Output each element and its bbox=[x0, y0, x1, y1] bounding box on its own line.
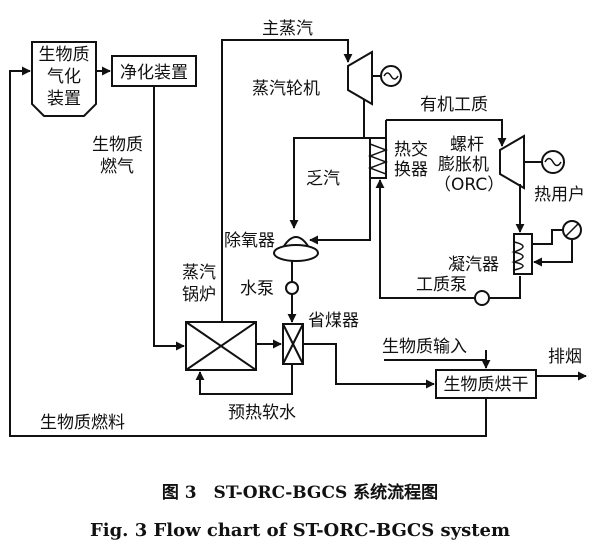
deaerator-label: 除氧器 bbox=[224, 231, 275, 251]
condenser-label: 凝汽器 bbox=[448, 255, 499, 275]
pipe-pump-hx bbox=[375, 179, 475, 299]
purifier-label: 净化装置 bbox=[120, 63, 188, 83]
pipe-preheat-water bbox=[195, 364, 293, 395]
pipe-hx-to-deaerator bbox=[309, 178, 371, 245]
caption-zh: 图 3 ST-ORC-BGCS 系统流程图 bbox=[162, 482, 438, 503]
water-pump-label: 水泵 bbox=[240, 279, 274, 299]
gasifier-label-1: 生物质 bbox=[39, 45, 90, 65]
heat-user-label: 热用户 bbox=[534, 185, 585, 205]
biomass-dryer bbox=[435, 369, 537, 399]
steam-boiler-label-1: 蒸汽 bbox=[182, 263, 216, 283]
steam-turbine bbox=[347, 50, 373, 106]
screw-expander bbox=[499, 134, 525, 190]
biomass-input-label: 生物质输入 bbox=[382, 337, 467, 357]
pipe-exhaust-steam bbox=[289, 100, 365, 229]
screw-expander-label-3: （ORC） bbox=[434, 175, 504, 195]
deaerator-tank bbox=[273, 244, 319, 262]
main-steam-label: 主蒸汽 bbox=[262, 19, 313, 39]
pipe-biomass-fuel bbox=[9, 66, 487, 437]
caption-en: Fig. 3 Flow chart of ST-ORC-BGCS system bbox=[90, 520, 510, 541]
screw-expander-label-2: 膨胀机 bbox=[438, 155, 489, 175]
biomass-gas-label-2: 燃气 bbox=[100, 157, 134, 177]
gasifier-label-2: 气化 bbox=[47, 67, 81, 87]
pipe-condenser-heat-user bbox=[532, 229, 562, 245]
heat-exchanger-coil bbox=[367, 143, 389, 175]
condenser bbox=[513, 233, 533, 275]
pipe-flue-dryer bbox=[303, 343, 435, 389]
pipe-condenser-pump bbox=[490, 276, 521, 299]
pipe-biomass-input bbox=[384, 359, 491, 369]
steam-turbine-label: 蒸汽轮机 bbox=[252, 79, 320, 99]
turbine-generator-wave bbox=[383, 72, 399, 80]
gasifier-vessel bbox=[31, 41, 97, 117]
biomass-dryer-label: 生物质烘干 bbox=[444, 375, 529, 395]
water-pump bbox=[285, 281, 299, 295]
biomass-fuel-label: 生物质燃料 bbox=[40, 413, 125, 433]
biomass-gas-label-1: 生物质 bbox=[92, 135, 143, 155]
pipe-heat-user-return bbox=[533, 240, 573, 267]
preheat-water-label: 预热软水 bbox=[228, 403, 296, 423]
gasifier-label-3: 装置 bbox=[47, 89, 81, 109]
pipe-gas-to-boiler bbox=[153, 86, 185, 351]
heat-exchanger-label-2: 换器 bbox=[394, 160, 428, 180]
working-pump bbox=[474, 290, 490, 306]
pipe-organic-fluid bbox=[386, 119, 507, 147]
exhaust-smoke-label: 排烟 bbox=[548, 347, 582, 367]
economizer-label: 省煤器 bbox=[308, 311, 359, 331]
screw-expander-label-1: 螺杆 bbox=[450, 135, 484, 155]
purifier-box bbox=[111, 55, 197, 87]
expander-generator-wave bbox=[544, 157, 562, 167]
steam-boiler-label-2: 锅炉 bbox=[182, 285, 216, 305]
organic-fluid-label: 有机工质 bbox=[420, 95, 488, 115]
heat-exchanger-label-1: 热交 bbox=[394, 140, 428, 160]
exhaust-steam-label: 乏汽 bbox=[306, 169, 340, 189]
pipe-main-steam bbox=[221, 39, 353, 322]
condenser-coil bbox=[511, 241, 524, 271]
heat-exchanger bbox=[369, 137, 387, 179]
working-pump-label: 工质泵 bbox=[416, 275, 467, 295]
